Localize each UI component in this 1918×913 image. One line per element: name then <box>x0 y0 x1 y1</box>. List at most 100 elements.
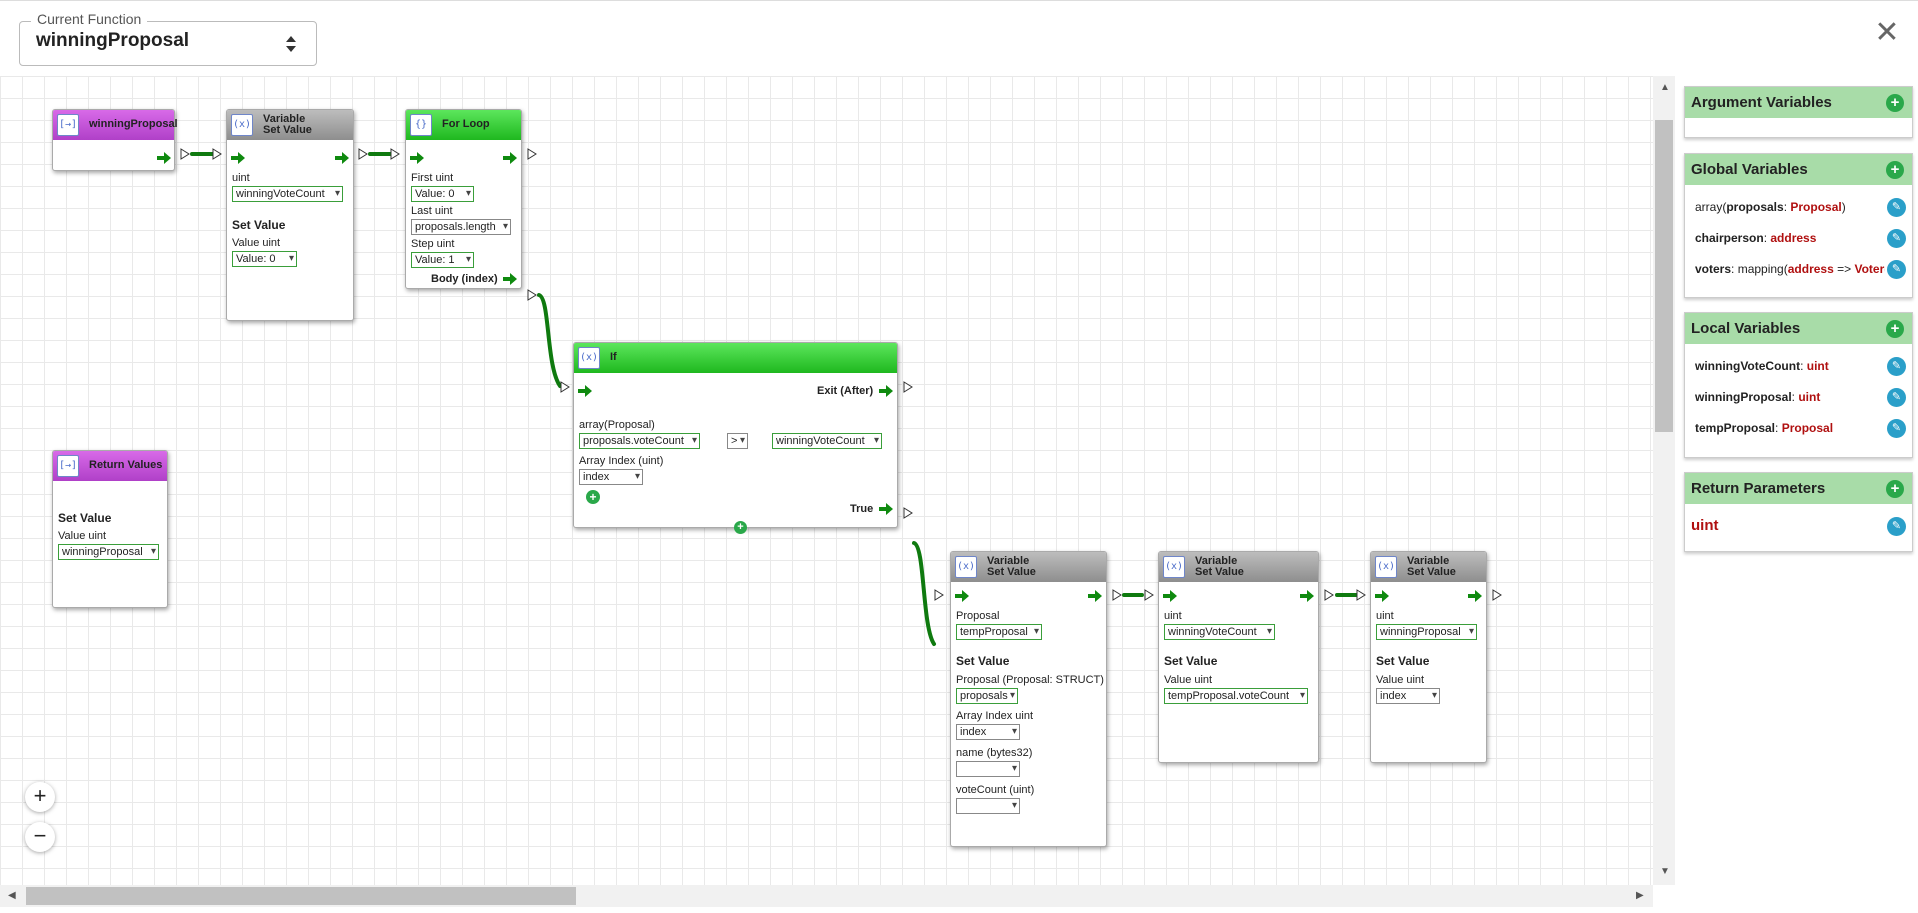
local-variables-panel: Local Variables + winningVoteCount: uint… <box>1684 312 1913 458</box>
add-argument-button[interactable]: + <box>1886 94 1904 112</box>
exec-arrow-icon[interactable] <box>1300 590 1314 602</box>
select-caret-icon[interactable] <box>283 33 299 55</box>
node-header: [→] Return Values <box>53 451 167 481</box>
node-title: winningProposal <box>89 118 178 130</box>
current-function-select[interactable] <box>19 21 317 66</box>
add-condition-icon[interactable]: + <box>586 490 600 504</box>
exec-arrow-icon[interactable] <box>879 385 893 397</box>
array-index-dropdown[interactable]: index <box>579 469 643 485</box>
exec-pin-icon[interactable] <box>212 148 222 160</box>
name-dropdown[interactable] <box>956 761 1020 777</box>
variable-dropdown[interactable]: tempProposal <box>956 624 1042 640</box>
edit-icon[interactable]: ✎ <box>1887 357 1906 376</box>
variable-dropdown[interactable]: winningVoteCount <box>1164 624 1275 640</box>
add-return-parameter-button[interactable]: + <box>1886 480 1904 498</box>
exec-pin-icon[interactable] <box>358 148 368 160</box>
struct-dropdown[interactable]: proposals <box>956 688 1018 704</box>
current-function-value[interactable]: winningProposal <box>36 30 190 51</box>
value-dropdown[interactable]: index <box>1376 688 1440 704</box>
set-value-label: Set Value <box>58 511 112 525</box>
vertical-scrollbar-thumb[interactable] <box>1655 120 1673 432</box>
edit-icon[interactable]: ✎ <box>1887 198 1906 217</box>
value-dropdown[interactable]: Value: 0 <box>232 251 297 267</box>
exec-arrow-icon[interactable] <box>578 385 592 397</box>
zoom-in-button[interactable]: + <box>25 782 55 812</box>
if-node[interactable]: (x) If Exit (After) array(Proposal) prop… <box>573 342 898 534</box>
type-label: uint <box>1164 610 1182 622</box>
exec-arrow-icon[interactable] <box>410 152 424 164</box>
left-operand-dropdown[interactable]: proposals.voteCount <box>579 433 700 449</box>
argument-variables-panel: Argument Variables + <box>1684 86 1913 138</box>
variable-dropdown[interactable]: winningProposal <box>1376 624 1477 640</box>
exec-arrow-icon[interactable] <box>879 503 893 515</box>
scroll-right-icon[interactable]: ▶ <box>1636 890 1644 901</box>
operator-dropdown[interactable]: > <box>727 433 748 449</box>
exec-pin-icon[interactable] <box>560 381 570 393</box>
exec-pin-icon[interactable] <box>934 589 944 601</box>
return-value-dropdown[interactable]: winningProposal <box>58 544 159 560</box>
exec-pin-icon[interactable] <box>1112 589 1122 601</box>
exec-arrow-icon[interactable] <box>1375 590 1389 602</box>
scroll-up-icon[interactable]: ▲ <box>1660 82 1670 93</box>
exec-arrow-icon[interactable] <box>335 152 349 164</box>
exec-arrow-icon[interactable] <box>157 152 171 164</box>
exec-arrow-icon[interactable] <box>503 273 517 285</box>
edit-icon[interactable]: ✎ <box>1887 388 1906 407</box>
variable-dropdown[interactable]: winningVoteCount <box>232 186 343 202</box>
exec-arrow-icon[interactable] <box>503 152 517 164</box>
zoom-out-button[interactable]: − <box>25 822 55 852</box>
panel-header: Global Variables + <box>1685 154 1912 185</box>
global-variable-item: chairperson: address <box>1695 231 1817 245</box>
edit-icon[interactable]: ✎ <box>1887 517 1906 536</box>
first-dropdown[interactable]: Value: 0 <box>411 186 474 202</box>
add-branch-icon[interactable]: + <box>734 521 747 534</box>
exec-arrow-icon[interactable] <box>1088 590 1102 602</box>
node-header: (x) If <box>574 343 897 373</box>
array-index-label: Array Index (uint) <box>579 455 664 467</box>
exec-pin-icon[interactable] <box>180 148 190 160</box>
connection-wires <box>190 152 1358 646</box>
add-local-variable-button[interactable]: + <box>1886 320 1904 338</box>
exec-pin-icon[interactable] <box>903 507 913 519</box>
exec-pin-icon[interactable] <box>903 381 913 393</box>
edit-icon[interactable]: ✎ <box>1887 260 1906 279</box>
exec-arrow-icon[interactable] <box>955 590 969 602</box>
step-dropdown[interactable]: Value: 1 <box>411 252 474 268</box>
scroll-left-icon[interactable]: ◀ <box>8 890 16 901</box>
close-icon[interactable]: ✕ <box>1874 16 1900 49</box>
right-operand-dropdown[interactable]: winningVoteCount <box>772 433 882 449</box>
exec-pin-icon[interactable] <box>527 289 537 301</box>
wire-for-if <box>537 293 562 388</box>
exec-arrow-icon[interactable] <box>1468 590 1482 602</box>
exec-arrow-icon[interactable] <box>1163 590 1177 602</box>
exec-pin-icon[interactable] <box>527 148 537 160</box>
exec-pin-icon[interactable] <box>1324 589 1334 601</box>
value-label: Value uint <box>1164 674 1213 686</box>
exec-pin-icon[interactable] <box>390 148 400 160</box>
exec-pin-icon[interactable] <box>1492 589 1502 601</box>
scroll-down-icon[interactable]: ▼ <box>1660 866 1670 877</box>
for-loop-node[interactable]: {} For Loop First uint Value: 0 Last uin… <box>405 109 522 289</box>
variable-icon: (x) <box>1375 556 1397 578</box>
array-index-dropdown[interactable]: index <box>956 724 1020 740</box>
exec-pin-icon[interactable] <box>1356 589 1366 601</box>
horizontal-scrollbar-thumb[interactable] <box>26 887 576 905</box>
exec-pin-icon[interactable] <box>1144 589 1154 601</box>
value-dropdown[interactable]: tempProposal.voteCount <box>1164 688 1308 704</box>
edit-icon[interactable]: ✎ <box>1887 229 1906 248</box>
return-values-node[interactable]: [→] Return Values Set Value Value uint w… <box>52 450 168 608</box>
add-global-variable-button[interactable]: + <box>1886 161 1904 179</box>
function-entry-node[interactable]: [→] winningProposal <box>52 109 178 171</box>
edit-icon[interactable]: ✎ <box>1887 419 1906 438</box>
panel-title: Global Variables <box>1691 161 1808 178</box>
last-dropdown[interactable]: proposals.length <box>411 219 511 235</box>
exec-arrow-icon[interactable] <box>231 152 245 164</box>
vote-count-dropdown[interactable] <box>956 798 1020 814</box>
value-label: Value uint <box>232 237 281 249</box>
